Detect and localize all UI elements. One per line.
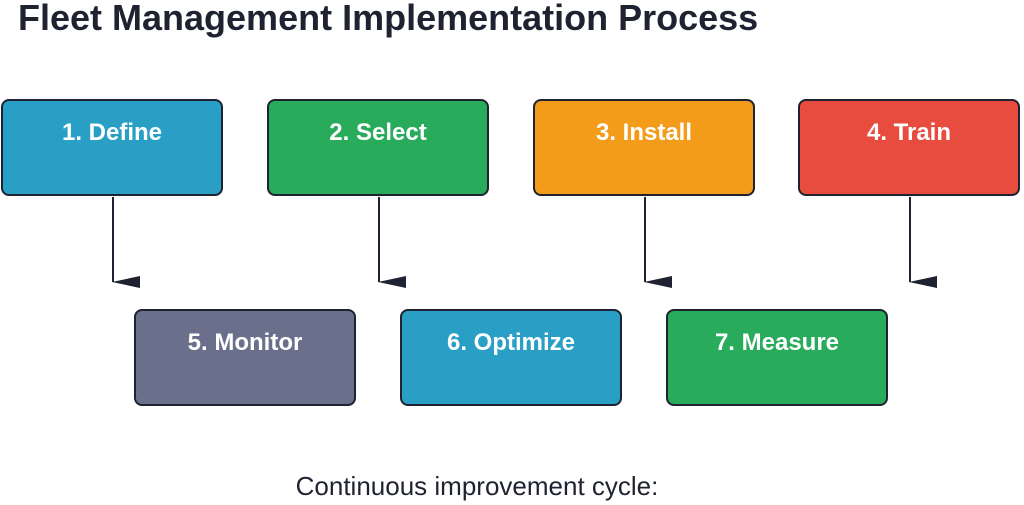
diagram-title: Fleet Management Implementation Process: [18, 0, 759, 38]
step-monitor-box: 5. Monitor: [134, 309, 356, 406]
step-train-box: 4. Train: [798, 99, 1020, 196]
step-install-label: 3. Install: [595, 119, 693, 146]
step-optimize-box: 6. Optimize: [400, 309, 622, 406]
cycle-caption: Continuous improvement cycle:: [295, 471, 659, 501]
step-optimize-label: 6. Optimize: [446, 329, 576, 356]
step-define-box: 1. Define: [1, 99, 223, 196]
step-install-box: 3. Install: [533, 99, 755, 196]
step-select-box: 2. Select: [267, 99, 489, 196]
step-train-label: 4. Train: [866, 119, 952, 146]
step-monitor-label: 5. Monitor: [187, 329, 303, 356]
step-measure-label: 7. Measure: [714, 329, 840, 356]
step-measure-box: 7. Measure: [666, 309, 888, 406]
step-select-label: 2. Select: [329, 119, 427, 146]
step-define-label: 1. Define: [61, 119, 163, 146]
